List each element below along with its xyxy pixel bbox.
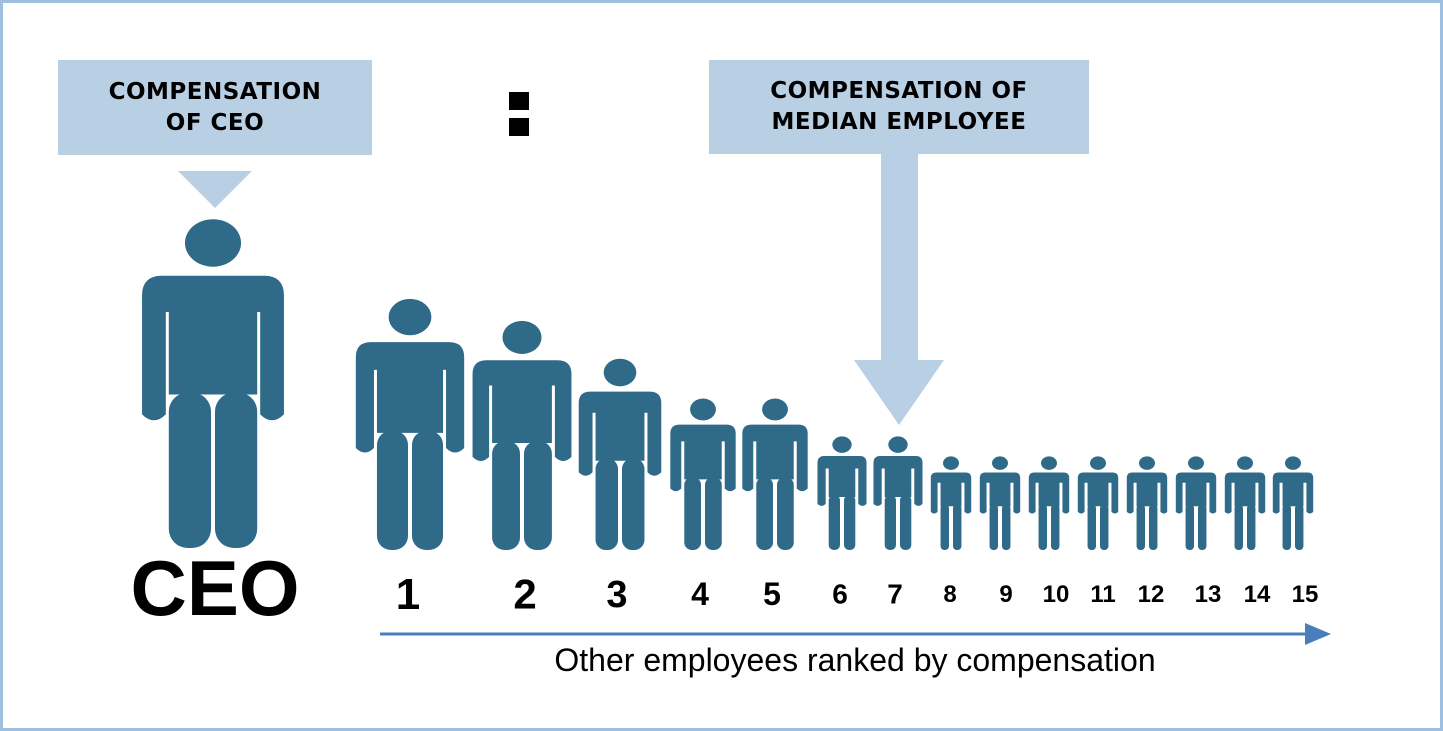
employee-figure-7 xyxy=(873,436,923,550)
ceo-pointer-arrow xyxy=(178,171,252,208)
rank-label-13: 13 xyxy=(1195,581,1222,608)
employee-figure-5 xyxy=(742,398,808,550)
employee-figure-9 xyxy=(979,456,1021,550)
ceo-callout-line1: COMPENSATION xyxy=(108,78,322,105)
rank-label-3: 3 xyxy=(606,574,627,616)
ceo-callout-line2: OF CEO xyxy=(165,109,265,136)
rank-label-4: 4 xyxy=(691,576,709,612)
employee-figure-4 xyxy=(670,398,736,550)
employee-figure-14 xyxy=(1224,456,1266,550)
rank-label-12: 12 xyxy=(1138,581,1165,608)
median-pointer-arrow xyxy=(854,154,944,425)
rank-label-7: 7 xyxy=(887,578,903,609)
employee-figure-10 xyxy=(1028,456,1070,550)
rank-label-14: 14 xyxy=(1244,581,1271,608)
employee-figure-13 xyxy=(1175,456,1217,550)
ceo-figure xyxy=(142,219,284,548)
employee-figure-11 xyxy=(1077,456,1119,550)
rank-label-1: 1 xyxy=(396,570,420,619)
employee-figure-6 xyxy=(817,436,867,550)
rank-label-8: 8 xyxy=(943,581,956,608)
employee-figure-15 xyxy=(1272,456,1314,550)
rank-label-11: 11 xyxy=(1090,581,1115,608)
rank-label-6: 6 xyxy=(832,578,848,609)
rank-label-9: 9 xyxy=(999,581,1012,608)
employee-figure-8 xyxy=(930,456,972,550)
median-compensation-callout: COMPENSATION OF MEDIAN EMPLOYEE xyxy=(709,60,1089,154)
ceo-label: CEO xyxy=(130,544,299,632)
rank-label-10: 10 xyxy=(1043,581,1070,608)
rank-label-5: 5 xyxy=(763,576,781,612)
median-callout-line2: MEDIAN EMPLOYEE xyxy=(771,109,1027,135)
median-callout-line1: COMPENSATION OF xyxy=(770,78,1028,104)
rank-label-2: 2 xyxy=(513,570,536,617)
rank-label-15: 15 xyxy=(1292,581,1319,608)
ratio-symbol: : xyxy=(509,92,529,139)
ceo-compensation-callout: COMPENSATION OF CEO xyxy=(58,60,372,155)
employee-figure-1 xyxy=(355,298,465,550)
employee-figure-2 xyxy=(472,320,572,550)
employee-figure-3 xyxy=(578,358,662,550)
svg-text::: : xyxy=(513,95,524,139)
axis-caption: Other employees ranked by compensation xyxy=(554,642,1156,678)
axis-arrowhead xyxy=(1305,623,1331,645)
employee-figure-12 xyxy=(1126,456,1168,550)
